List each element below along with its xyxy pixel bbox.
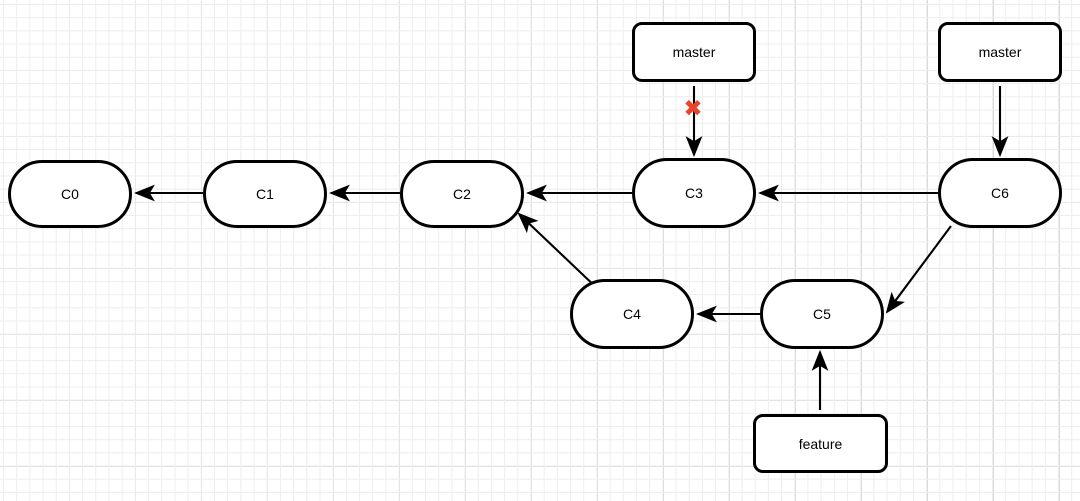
commit-node-c5[interactable]: C5: [760, 279, 884, 349]
branch-label-feature[interactable]: feature: [753, 414, 888, 473]
branch-label-master_left[interactable]: master: [632, 22, 756, 82]
node-label: C6: [991, 185, 1009, 201]
node-label: C3: [685, 185, 703, 201]
commit-node-c0[interactable]: C0: [8, 160, 132, 228]
commit-node-c6[interactable]: C6: [938, 158, 1062, 228]
node-label: C1: [256, 186, 274, 202]
commit-node-c4[interactable]: C4: [570, 279, 694, 349]
node-label: C0: [61, 186, 79, 202]
node-label: C5: [813, 306, 831, 322]
node-label: C2: [453, 186, 471, 202]
branch-label-master_right[interactable]: master: [938, 22, 1062, 82]
commit-node-c3[interactable]: C3: [632, 158, 756, 228]
node-label: C4: [623, 306, 641, 322]
commit-node-c1[interactable]: C1: [203, 160, 327, 228]
commit-node-c2[interactable]: C2: [400, 160, 524, 228]
node-label: master: [978, 44, 1022, 60]
edge-c6-to-c5: [885, 225, 952, 314]
edge-c4-to-c2: [517, 212, 601, 292]
cross-out-x-mark: ✖: [683, 95, 703, 122]
node-label: feature: [798, 435, 843, 452]
node-label: master: [672, 44, 716, 60]
